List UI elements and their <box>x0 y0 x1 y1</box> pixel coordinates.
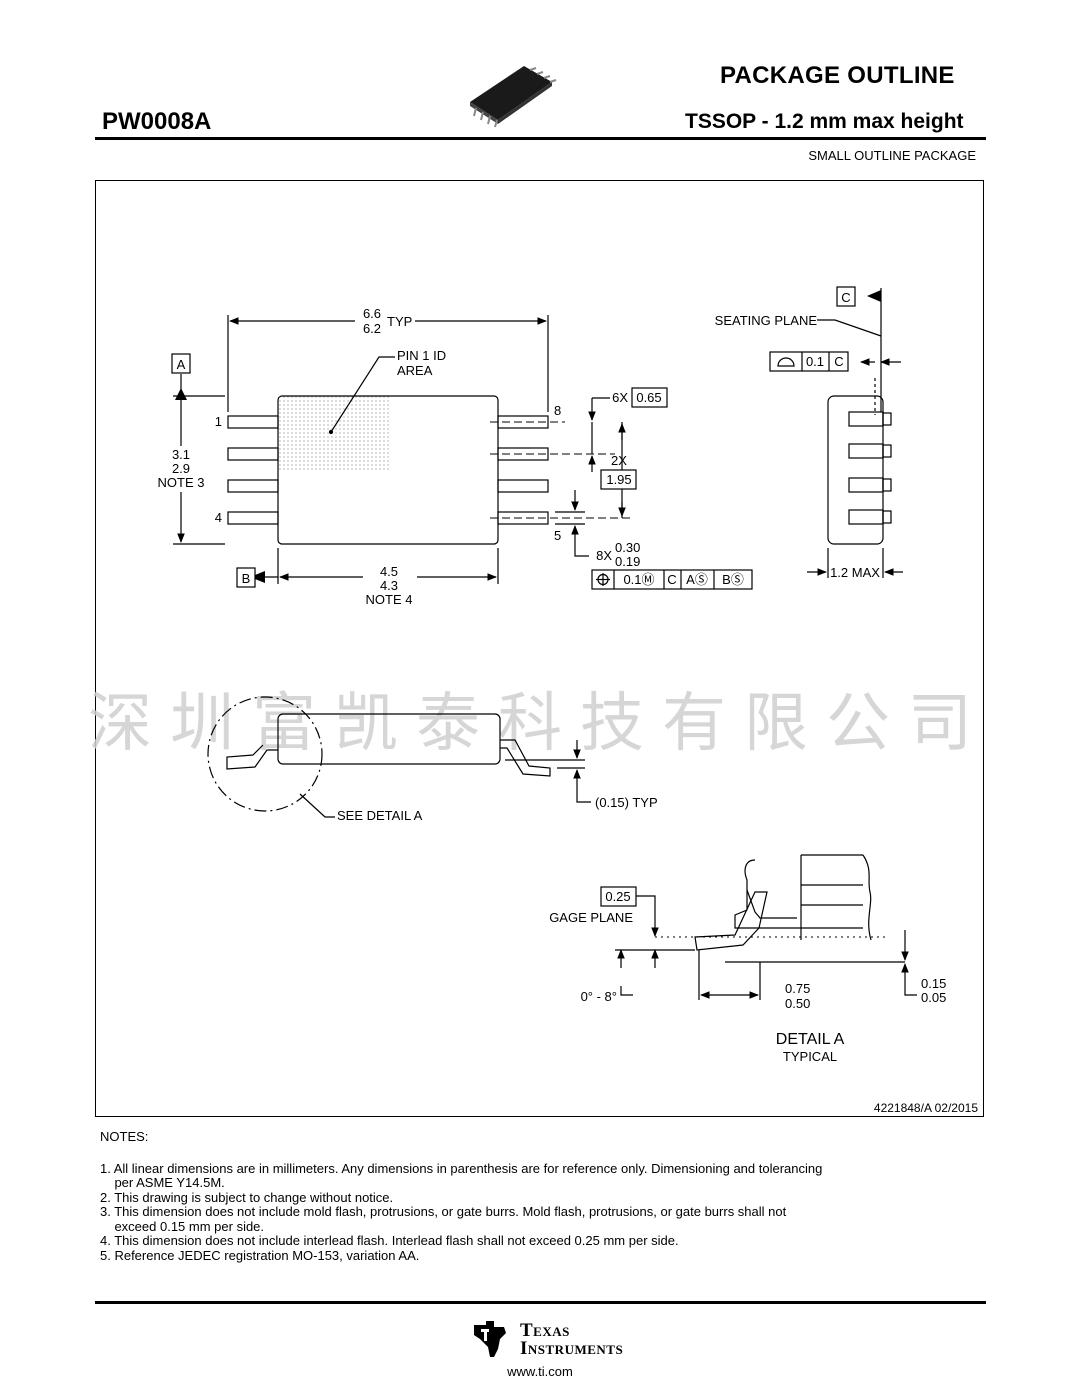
lead-width-max: 0.30 <box>615 540 640 555</box>
page-title: PACKAGE OUTLINE <box>720 62 955 89</box>
notes-header: NOTES: <box>100 1129 149 1144</box>
logo-line-2: Instruments <box>520 1338 624 1359</box>
lead-width-min: 0.19 <box>615 554 640 569</box>
height-dim-min: 2.9 <box>172 461 190 476</box>
note-line: 2. This drawing is subject to change wit… <box>100 1189 394 1205</box>
height-dim-max: 3.1 <box>172 447 190 462</box>
body-dim-max: 4.5 <box>380 564 398 579</box>
detail-title: DETAIL A <box>776 1031 845 1048</box>
flatness-value: 0.1 <box>806 354 824 369</box>
drawing-frame <box>95 180 984 1117</box>
gage-value: 0.25 <box>605 889 630 904</box>
standoff-label: (0.15) TYP <box>595 795 658 810</box>
pin1-label-2: AREA <box>397 363 433 378</box>
logo-line-1: Texas <box>520 1320 570 1341</box>
watermark: 深圳富凯泰科技有限公司 <box>88 687 990 761</box>
span-prefix: 2X <box>611 453 627 468</box>
header-rule <box>95 137 986 140</box>
position-tol-datum-c: C <box>667 572 676 587</box>
datum-a: A <box>177 357 186 372</box>
pin-label-5: 5 <box>554 528 561 543</box>
pin-label-8: 8 <box>554 403 561 418</box>
datum-b: B <box>242 571 251 586</box>
pitch-value: 0.65 <box>636 390 661 405</box>
pin-label-4: 4 <box>215 510 222 525</box>
position-tol-datum-b: BⓈ <box>722 572 744 587</box>
height-dim-note: NOTE 3 <box>158 475 205 490</box>
note-line: per ASME Y14.5M. <box>100 1175 225 1190</box>
note-line: 1. All linear dimensions are in millimet… <box>100 1160 823 1176</box>
angle-label: 0° - 8° <box>581 989 617 1004</box>
lead-width-prefix: 8X <box>596 548 612 563</box>
body-dim-min: 4.3 <box>380 578 398 593</box>
footer-rule <box>95 1301 986 1304</box>
notes-section: NOTES: 1. All linear dimensions are in m… <box>100 1129 980 1263</box>
standoff-range-min: 0.05 <box>921 990 946 1005</box>
seating-plane-label: SEATING PLANE <box>715 313 818 328</box>
pin-label-1: 1 <box>215 414 222 429</box>
package-drawing: A B C 6.6 6.2 TYP PIN 1 ID AREA 3.1 2.9 … <box>158 286 978 1115</box>
pitch-prefix: 6X <box>612 390 628 405</box>
see-detail-label: SEE DETAIL A <box>337 808 423 823</box>
width-dim-max: 6.6 <box>363 306 381 321</box>
max-height-label: 1.2 MAX <box>830 565 880 580</box>
datum-c: C <box>841 290 850 305</box>
body-dim-note: NOTE 4 <box>366 592 413 607</box>
footer-url[interactable]: www.ti.com <box>507 1364 573 1379</box>
note-line: 4. This dimension does not include inter… <box>100 1233 679 1248</box>
width-dim-min: 6.2 <box>363 321 381 336</box>
document-reference: 4221848/A 02/2015 <box>874 1101 978 1115</box>
pin1-label-1: PIN 1 ID <box>397 348 446 363</box>
package-description: SMALL OUTLINE PACKAGE <box>808 148 976 163</box>
foot-length-max: 0.75 <box>785 981 810 996</box>
foot-length-min: 0.50 <box>785 996 810 1011</box>
ti-logo-icon <box>474 1321 506 1357</box>
width-dim-suffix: TYP <box>387 314 412 329</box>
note-line: 5. Reference JEDEC registration MO-153, … <box>100 1247 420 1263</box>
package-subtitle: TSSOP - 1.2 mm max height <box>685 110 964 133</box>
gage-plane-label: GAGE PLANE <box>549 910 633 925</box>
package-thumbnail-icon <box>470 66 557 128</box>
note-line: 3. This dimension does not include mold … <box>100 1204 787 1219</box>
package-code: PW0008A <box>102 108 212 135</box>
span-value: 1.95 <box>606 472 631 487</box>
flatness-datum: C <box>834 354 843 369</box>
position-tol-value: 0.1Ⓜ <box>623 572 654 587</box>
standoff-range-max: 0.15 <box>921 976 946 991</box>
ti-logo-text: Texas Instruments <box>520 1320 624 1359</box>
note-line: exceed 0.15 mm per side. <box>100 1218 265 1234</box>
position-tol-datum-a: AⓈ <box>686 572 708 587</box>
detail-subtitle: TYPICAL <box>783 1049 837 1064</box>
